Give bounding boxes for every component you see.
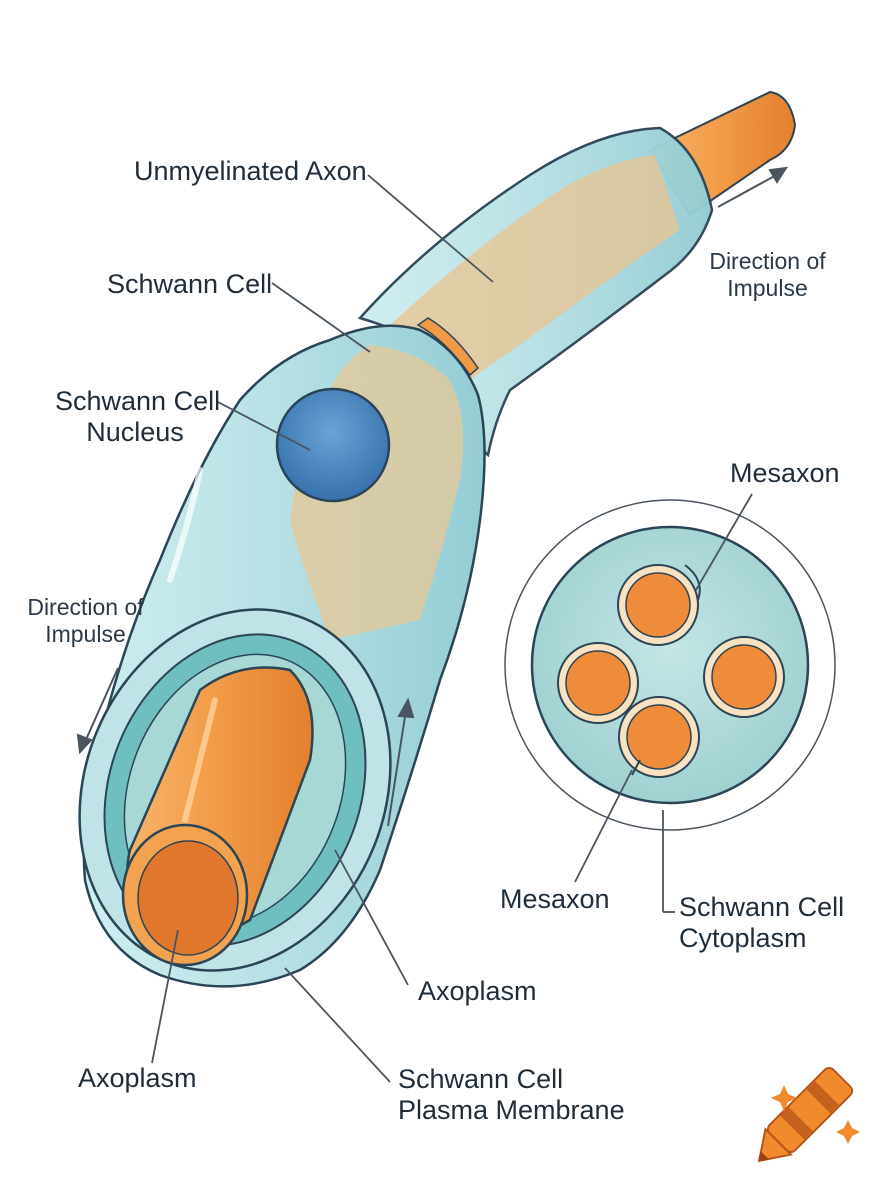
label-direction-right-line1: Direction of (709, 248, 826, 274)
label-mesaxon-bottom: Mesaxon (500, 884, 610, 914)
label-direction-left-line2: Impulse (45, 621, 126, 647)
sparkle-icon (771, 1085, 860, 1144)
schwann-cell-nucleus (275, 387, 391, 503)
label-schwann-cell-nucleus-line2: Nucleus (86, 417, 184, 447)
label-direction-left: Direction of Impulse (18, 594, 153, 648)
axon-exposed-end (121, 666, 314, 967)
cross-section-outer-ring (504, 499, 836, 831)
label-unmyelinated-axon: Unmyelinated Axon (134, 156, 367, 186)
cross-section (504, 499, 836, 831)
label-schwann-cell-cytoplasm: Schwann Cell Cytoplasm (679, 892, 844, 954)
node-gap (416, 317, 479, 377)
cross-section-cytoplasm (530, 525, 810, 805)
label-axoplasm-right: Axoplasm (418, 976, 537, 1006)
label-plasma-membrane-line1: Schwann Cell (398, 1064, 564, 1094)
leader-lines (151, 174, 753, 1083)
cross-section-axons (557, 564, 785, 778)
label-schwann-cell: Schwann Cell (107, 269, 273, 299)
direction-arrows (76, 166, 788, 827)
label-schwann-cell-nucleus-line1: Schwann Cell (55, 386, 221, 416)
label-plasma-membrane-line2: Plasma Membrane (398, 1095, 625, 1125)
label-direction-right: Direction of Impulse (700, 248, 835, 302)
label-cytoplasm-line1: Schwann Cell (679, 892, 845, 922)
label-cytoplasm-line2: Cytoplasm (679, 923, 807, 953)
label-direction-left-line1: Direction of (27, 594, 144, 620)
label-plasma-membrane: Schwann Cell Plasma Membrane (398, 1064, 625, 1126)
label-schwann-cell-nucleus: Schwann Cell Nucleus (55, 386, 221, 448)
label-direction-right-line2: Impulse (727, 275, 808, 301)
label-axoplasm-left: Axoplasm (78, 1063, 197, 1093)
label-mesaxon-top: Mesaxon (730, 458, 840, 488)
crayon-logo-icon (757, 1066, 854, 1163)
